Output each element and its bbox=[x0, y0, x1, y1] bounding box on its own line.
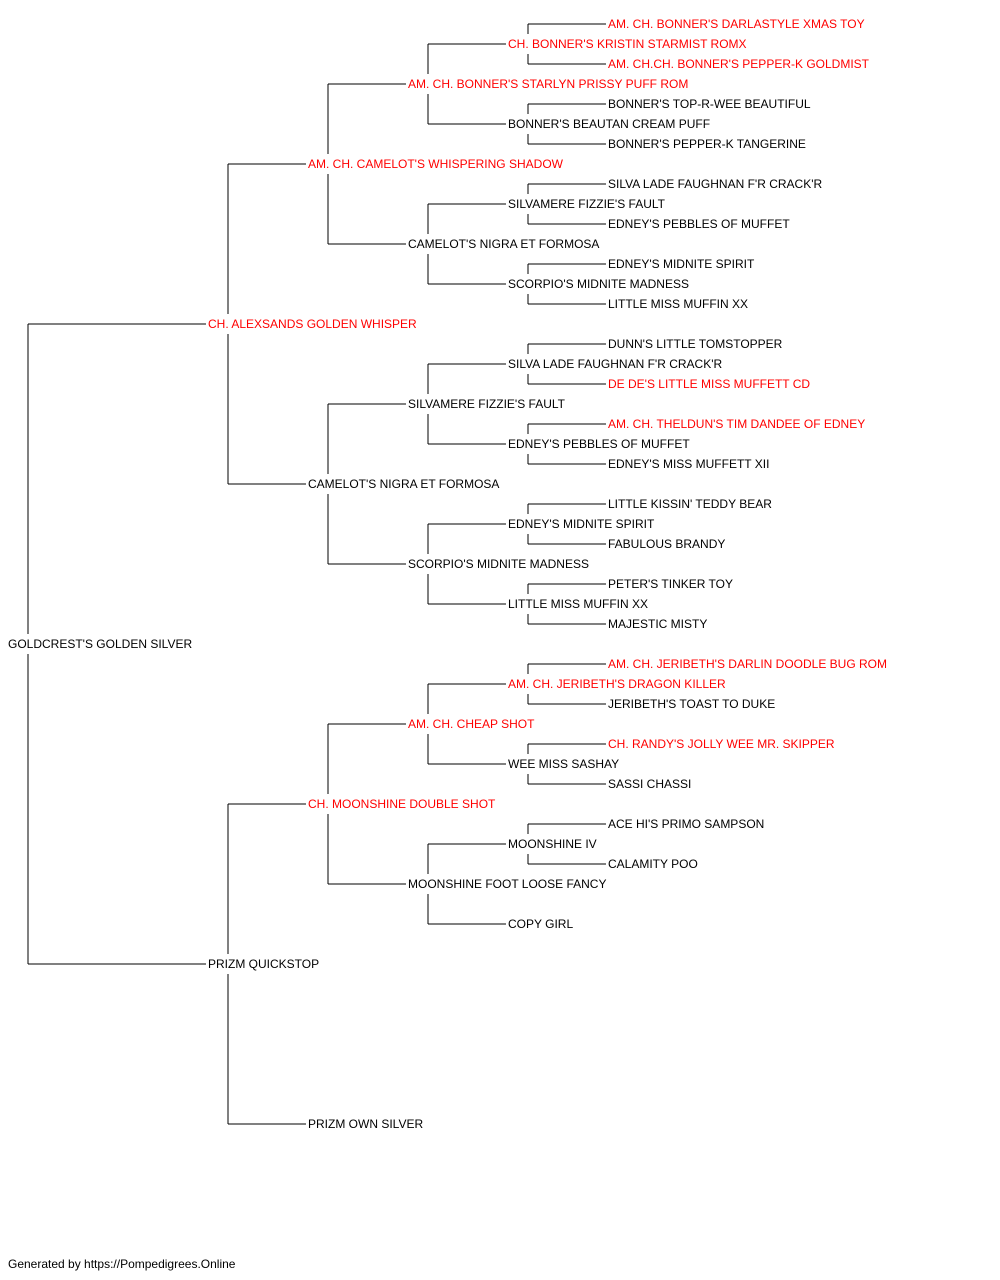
dog-name-subject-sire-dam-sire-dam-dam: EDNEY'S MISS MUFFETT XII bbox=[608, 457, 769, 471]
dog-name-subject-dam-sire-sire-dam-sire: CH. RANDY'S JOLLY WEE MR. SKIPPER bbox=[608, 737, 835, 751]
dog-name-subject-sire: CH. ALEXSANDS GOLDEN WHISPER bbox=[208, 317, 417, 331]
dog-name-subject-sire-dam-dam: SCORPIO'S MIDNITE MADNESS bbox=[408, 557, 589, 571]
dog-name-subject-sire-dam-sire-sire: SILVA LADE FAUGHNAN F'R CRACK'R bbox=[508, 357, 723, 371]
dog-name-subject-sire-dam-dam-dam-dam: MAJESTIC MISTY bbox=[608, 617, 707, 631]
dog-name-subject-dam-sire-dam-sire: MOONSHINE IV bbox=[508, 837, 597, 851]
dog-name-subject-sire-sire: AM. CH. CAMELOT'S WHISPERING SHADOW bbox=[308, 157, 564, 171]
dog-name-subject-sire-sire-sire-sire-sire: AM. CH. BONNER'S DARLASTYLE XMAS TOY bbox=[608, 17, 865, 31]
dog-name-subject-sire-sire-dam-dam: SCORPIO'S MIDNITE MADNESS bbox=[508, 277, 689, 291]
dog-name-subject-sire-sire-dam-sire-sire: SILVA LADE FAUGHNAN F'R CRACK'R bbox=[608, 177, 823, 191]
dog-name-subject-dam-dam: PRIZM OWN SILVER bbox=[308, 1117, 423, 1131]
dog-name-subject-sire-sire-dam: CAMELOT'S NIGRA ET FORMOSA bbox=[408, 237, 599, 251]
dog-name-subject: GOLDCREST'S GOLDEN SILVER bbox=[8, 637, 192, 651]
dog-name-subject-sire-dam: CAMELOT'S NIGRA ET FORMOSA bbox=[308, 477, 499, 491]
dog-name-subject-dam-sire-dam-sire-sire: ACE HI'S PRIMO SAMPSON bbox=[608, 817, 764, 831]
dog-name-subject-sire-sire-sire-dam: BONNER'S BEAUTAN CREAM PUFF bbox=[508, 117, 710, 131]
dog-name-subject-sire-dam-sire-dam: EDNEY'S PEBBLES OF MUFFET bbox=[508, 437, 690, 451]
dog-name-subject-sire-dam-dam-dam-sire: PETER'S TINKER TOY bbox=[608, 577, 733, 591]
dog-name-subject-sire-dam-sire-dam-sire: AM. CH. THELDUN'S TIM DANDEE OF EDNEY bbox=[608, 417, 865, 431]
dog-name-subject-sire-dam-sire: SILVAMERE FIZZIE'S FAULT bbox=[408, 397, 566, 411]
dog-name-subject-sire-sire-dam-sire: SILVAMERE FIZZIE'S FAULT bbox=[508, 197, 666, 211]
dog-name-subject-dam-sire-dam: MOONSHINE FOOT LOOSE FANCY bbox=[408, 877, 606, 891]
dog-name-subject-dam-sire-dam-dam: COPY GIRL bbox=[508, 917, 573, 931]
dog-name-subject-dam-sire-sire-sire: AM. CH. JERIBETH'S DRAGON KILLER bbox=[508, 677, 726, 691]
dog-name-subject-sire-sire-dam-sire-dam: EDNEY'S PEBBLES OF MUFFET bbox=[608, 217, 790, 231]
dog-name-subject-sire-sire-sire-sire: CH. BONNER'S KRISTIN STARMIST ROMX bbox=[508, 37, 747, 51]
dog-name-subject-dam-sire-sire-sire-dam: JERIBETH'S TOAST TO DUKE bbox=[608, 697, 775, 711]
dog-name-subject-sire-dam-sire-sire-sire: DUNN'S LITTLE TOMSTOPPER bbox=[608, 337, 783, 351]
dog-name-subject-dam-sire-sire-dam-dam: SASSI CHASSI bbox=[608, 777, 691, 791]
dog-name-subject-dam-sire: CH. MOONSHINE DOUBLE SHOT bbox=[308, 797, 496, 811]
dog-name-subject-dam-sire-sire: AM. CH. CHEAP SHOT bbox=[408, 717, 535, 731]
dog-name-subject-dam-sire-sire-dam: WEE MISS SASHAY bbox=[508, 757, 619, 771]
dog-name-subject-sire-dam-sire-sire-dam: DE DE'S LITTLE MISS MUFFETT CD bbox=[608, 377, 810, 391]
dog-name-subject-sire-dam-dam-sire-dam: FABULOUS BRANDY bbox=[608, 537, 725, 551]
dog-name-subject-sire-sire-sire-dam-sire: BONNER'S TOP-R-WEE BEAUTIFUL bbox=[608, 97, 811, 111]
dog-name-subject-sire-sire-sire: AM. CH. BONNER'S STARLYN PRISSY PUFF ROM bbox=[408, 77, 688, 91]
dog-name-subject-dam-sire-dam-sire-dam: CALAMITY POO bbox=[608, 857, 698, 871]
dog-name-subject-sire-dam-dam-sire: EDNEY'S MIDNITE SPIRIT bbox=[508, 517, 655, 531]
generated-by-footer: Generated by https://Pompedigrees.Online bbox=[8, 1257, 236, 1271]
dog-name-subject-sire-sire-dam-dam-dam: LITTLE MISS MUFFIN XX bbox=[608, 297, 748, 311]
dog-name-subject-sire-sire-sire-dam-dam: BONNER'S PEPPER-K TANGERINE bbox=[608, 137, 806, 151]
dog-name-subject-dam-sire-sire-sire-sire: AM. CH. JERIBETH'S DARLIN DOODLE BUG ROM bbox=[608, 657, 887, 671]
dog-name-subject-sire-dam-dam-sire-sire: LITTLE KISSIN' TEDDY BEAR bbox=[608, 497, 772, 511]
dog-name-subject-sire-sire-dam-dam-sire: EDNEY'S MIDNITE SPIRIT bbox=[608, 257, 755, 271]
dog-name-subject-sire-sire-sire-sire-dam: AM. CH.CH. BONNER'S PEPPER-K GOLDMIST bbox=[608, 57, 870, 71]
dog-name-subject-dam: PRIZM QUICKSTOP bbox=[208, 957, 319, 971]
dog-name-subject-sire-dam-dam-dam: LITTLE MISS MUFFIN XX bbox=[508, 597, 648, 611]
